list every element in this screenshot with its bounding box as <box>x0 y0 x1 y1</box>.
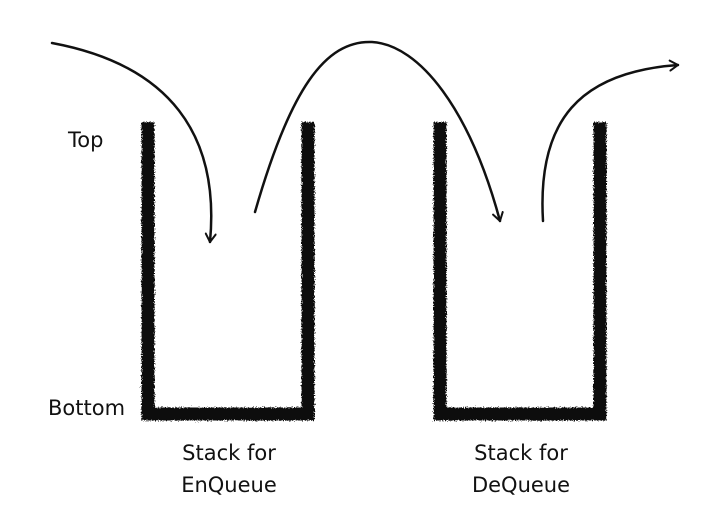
stack-enqueue-container <box>141 122 315 421</box>
arrow-out-of-dequeue-stack <box>541 59 680 223</box>
arrow-into-enqueue-stack <box>50 41 217 244</box>
stack-dequeue-caption-line1: Stack for <box>474 441 568 465</box>
stack-dequeue-caption: Stack for DeQueue <box>441 437 601 501</box>
stack-dequeue-container <box>433 122 607 421</box>
stack-enqueue-caption: Stack for EnQueue <box>149 437 309 501</box>
stack-enqueue-caption-line1: Stack for <box>182 441 276 465</box>
stack-dequeue-caption-line2: DeQueue <box>471 473 571 497</box>
arrow-enqueue-to-dequeue <box>253 40 504 223</box>
stack-enqueue-caption-line2: EnQueue <box>181 473 277 497</box>
bottom-label: Bottom <box>48 396 126 420</box>
top-label: Top <box>68 128 104 152</box>
